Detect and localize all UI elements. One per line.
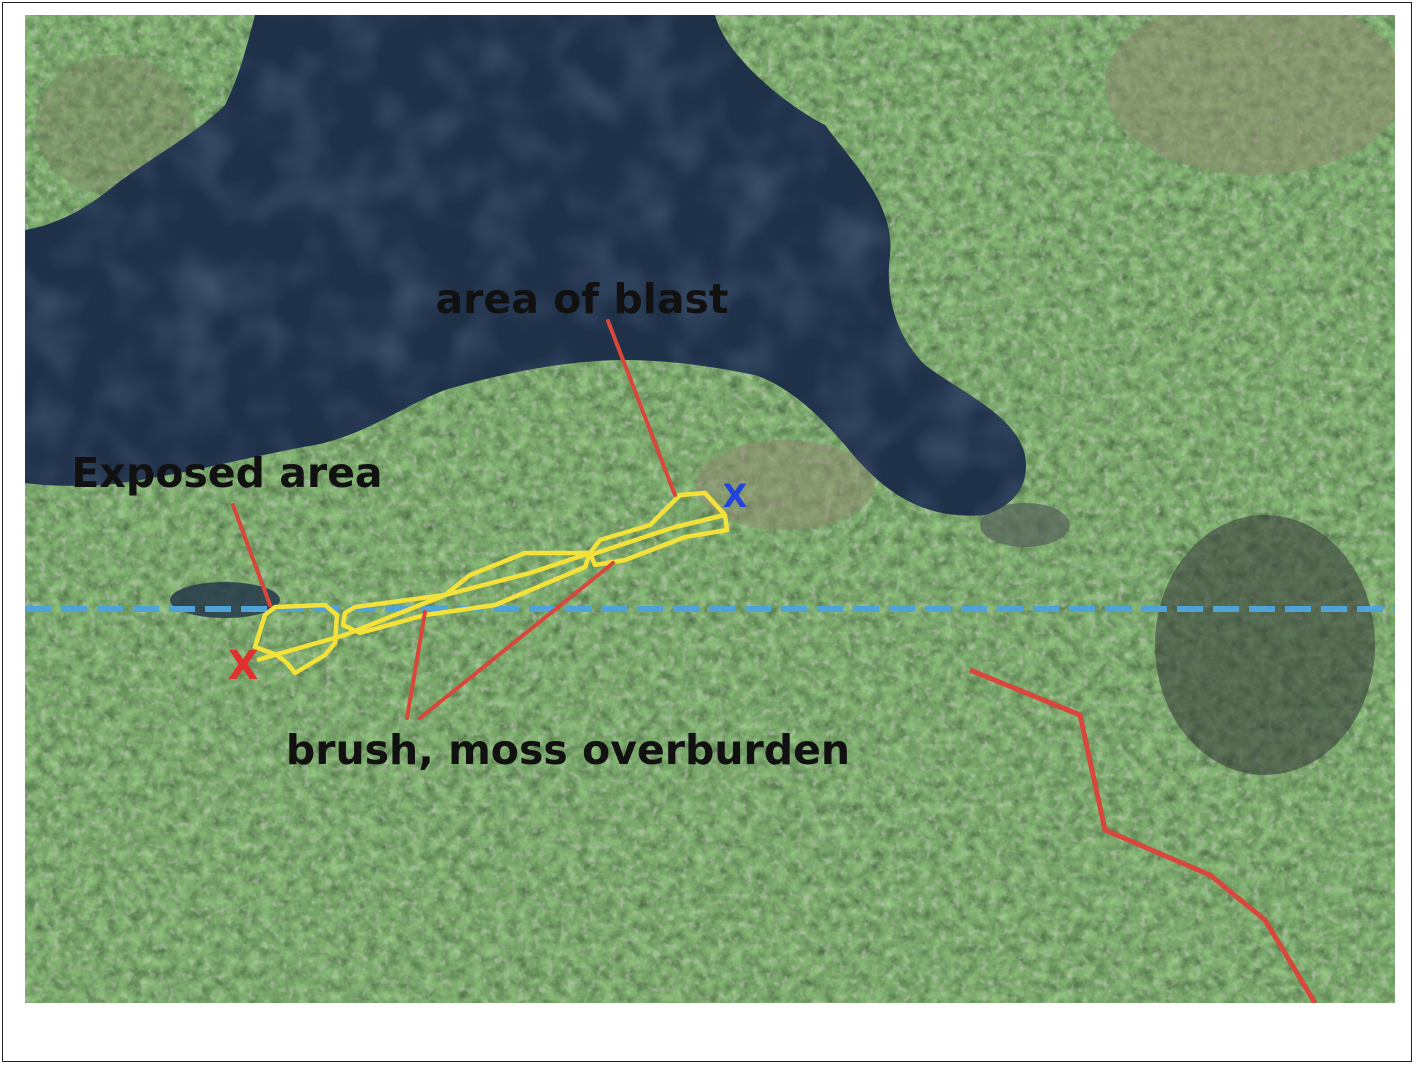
leader-lines: [231, 319, 677, 720]
label-exposed-area: Exposed area: [71, 449, 382, 497]
aerial-map: X X area of blast Exposed area brush, mo…: [25, 15, 1395, 1003]
leader-line-blast: [606, 319, 677, 497]
trace-exposed-area-outline: [252, 602, 340, 676]
leader-line-brush-1: [405, 610, 427, 720]
leader-line-brush-2: [418, 561, 615, 720]
trace-middle-outline: [340, 550, 593, 636]
trail-line: [969, 667, 1318, 1003]
end-marker-x: X: [723, 477, 748, 515]
label-brush-moss-overburden: brush, moss overburden: [286, 726, 850, 774]
blast-trace: [252, 490, 730, 676]
rock-outcrop: [980, 503, 1070, 547]
label-area-of-blast: area of blast: [436, 275, 729, 323]
clearing-blast-end: [695, 440, 875, 530]
rocky-wetland: [1155, 515, 1375, 775]
start-marker-x: X: [228, 643, 259, 689]
trace-east-centerline: [589, 512, 726, 558]
clearing-northeast: [1105, 15, 1395, 175]
leader-line-exposed: [231, 503, 272, 607]
